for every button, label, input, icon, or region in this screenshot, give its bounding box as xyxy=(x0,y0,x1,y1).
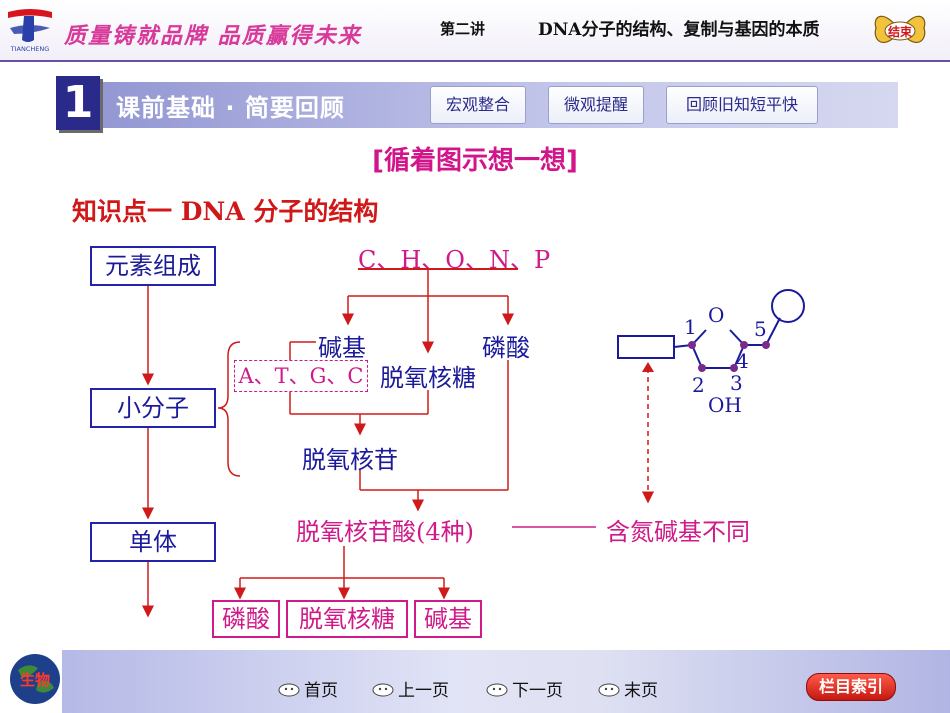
base-label: 碱基 xyxy=(318,334,366,362)
cloud-icon xyxy=(486,681,508,702)
knowledge-point-title: 知识点一 DNA 分子的结构 xyxy=(72,197,379,226)
label-oxygen: O xyxy=(708,303,724,327)
difference-label: 含氮碱基不同 xyxy=(606,518,750,546)
nav-first-page[interactable]: 首页 xyxy=(278,676,338,702)
nucleoside-label: 脱氧核苷 xyxy=(302,446,398,474)
label-carbon-1: 1 xyxy=(684,315,697,339)
phosphate-label: 磷酸 xyxy=(482,334,530,362)
tab-review-old-knowledge[interactable]: 回顾旧知短平快 xyxy=(666,86,818,124)
footer-bar xyxy=(62,650,950,713)
component-deoxyribose-box: 脱氧核糖 xyxy=(286,600,408,638)
nav-next-label: 下一页 xyxy=(512,681,563,701)
end-button[interactable]: 结束 xyxy=(872,8,928,54)
nav-prev-label: 上一页 xyxy=(398,681,449,701)
cloud-icon xyxy=(372,681,394,702)
small-molecules-box: 小分子 xyxy=(90,388,216,428)
column-index-button[interactable]: 栏目索引 xyxy=(806,673,896,701)
label-carbon-3: 3 xyxy=(730,371,743,395)
cloud-icon xyxy=(278,681,300,702)
nav-last-page[interactable]: 末页 xyxy=(598,676,658,702)
label-hydroxyl: OH xyxy=(708,393,742,417)
deoxyribose-label: 脱氧核糖 xyxy=(380,364,476,392)
component-phosphate-box: 磷酸 xyxy=(212,600,280,638)
nucleotide-label: 脱氧核苷酸(4种) xyxy=(296,518,474,546)
nav-next-page[interactable]: 下一页 xyxy=(486,676,563,702)
tab-micro-reminder[interactable]: 微观提醒 xyxy=(548,86,644,124)
logo-text: TIANCHENG xyxy=(10,45,50,53)
cloud-icon xyxy=(598,681,620,702)
subject-globe-icon: 生物 xyxy=(8,652,62,706)
section-title: 课前基础 · 简要回顾 xyxy=(116,94,345,122)
diagram-heading: [循着图示想一想] xyxy=(372,146,578,176)
lecture-number: 第二讲 xyxy=(440,20,486,38)
elements-box: 元素组成 xyxy=(90,246,216,286)
nav-first-label: 首页 xyxy=(304,681,338,701)
subject-label: 生物 xyxy=(20,671,50,689)
section-number: 1 xyxy=(56,76,100,130)
label-carbon-4: 4 xyxy=(736,349,749,373)
elements-underline xyxy=(358,268,518,270)
small-molecules-brace xyxy=(217,341,241,477)
end-button-label: 结束 xyxy=(888,24,913,39)
header-bar xyxy=(0,0,950,62)
header-divider xyxy=(0,60,950,62)
slogan: 质量铸就品牌 品质赢得未来 xyxy=(64,23,362,49)
tab-macro-integration[interactable]: 宏观整合 xyxy=(430,86,526,124)
nav-last-label: 末页 xyxy=(624,681,658,701)
base-types-box: A、T、G、C xyxy=(234,360,368,392)
lecture-title: DNA分子的结构、复制与基因的本质 xyxy=(538,20,820,40)
tiancheng-logo: TIANCHENG xyxy=(4,4,56,54)
monomer-box: 单体 xyxy=(90,522,216,562)
label-carbon-5: 5 xyxy=(754,317,767,341)
component-base-box: 碱基 xyxy=(414,600,482,638)
label-carbon-2: 2 xyxy=(692,373,705,397)
nav-prev-page[interactable]: 上一页 xyxy=(372,676,449,702)
nucleotide-structure-diagram xyxy=(617,289,805,369)
